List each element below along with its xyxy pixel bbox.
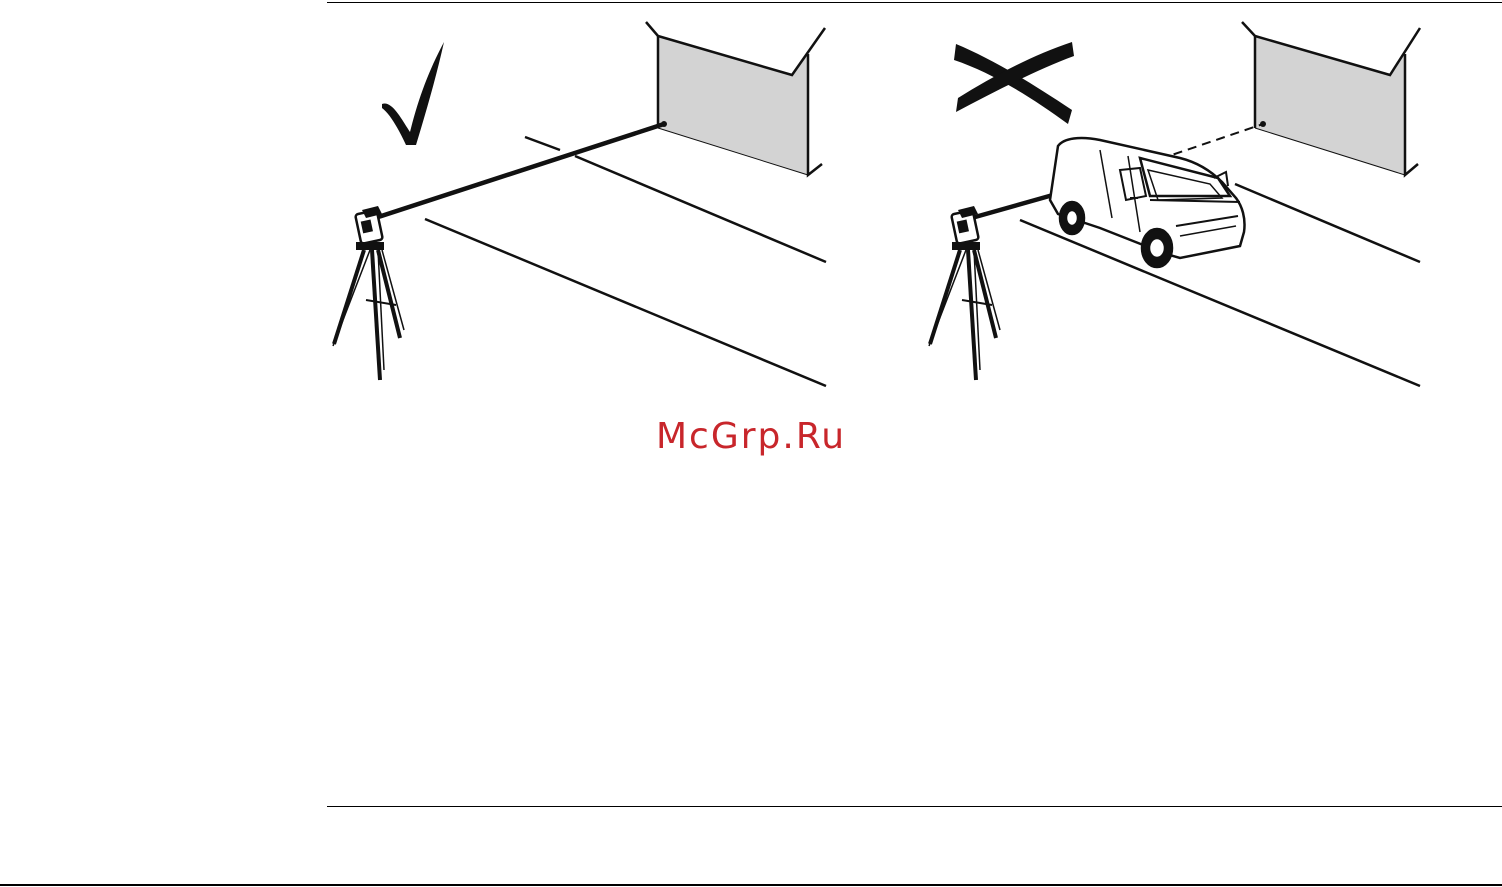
road-lines bbox=[425, 137, 826, 386]
total-station-on-tripod-icon bbox=[929, 206, 1000, 380]
wall-icon bbox=[646, 22, 825, 175]
bottom-rule bbox=[327, 806, 1502, 807]
check-mark-icon bbox=[382, 42, 444, 145]
van-icon bbox=[1050, 138, 1245, 267]
right-panel bbox=[929, 22, 1420, 386]
total-station-on-tripod-icon bbox=[333, 206, 404, 380]
left-panel bbox=[333, 22, 826, 386]
wall-icon bbox=[1242, 22, 1420, 175]
watermark-text: McGrp.Ru bbox=[656, 419, 846, 455]
footer-rule bbox=[0, 884, 1502, 886]
cross-mark-icon bbox=[954, 42, 1074, 124]
